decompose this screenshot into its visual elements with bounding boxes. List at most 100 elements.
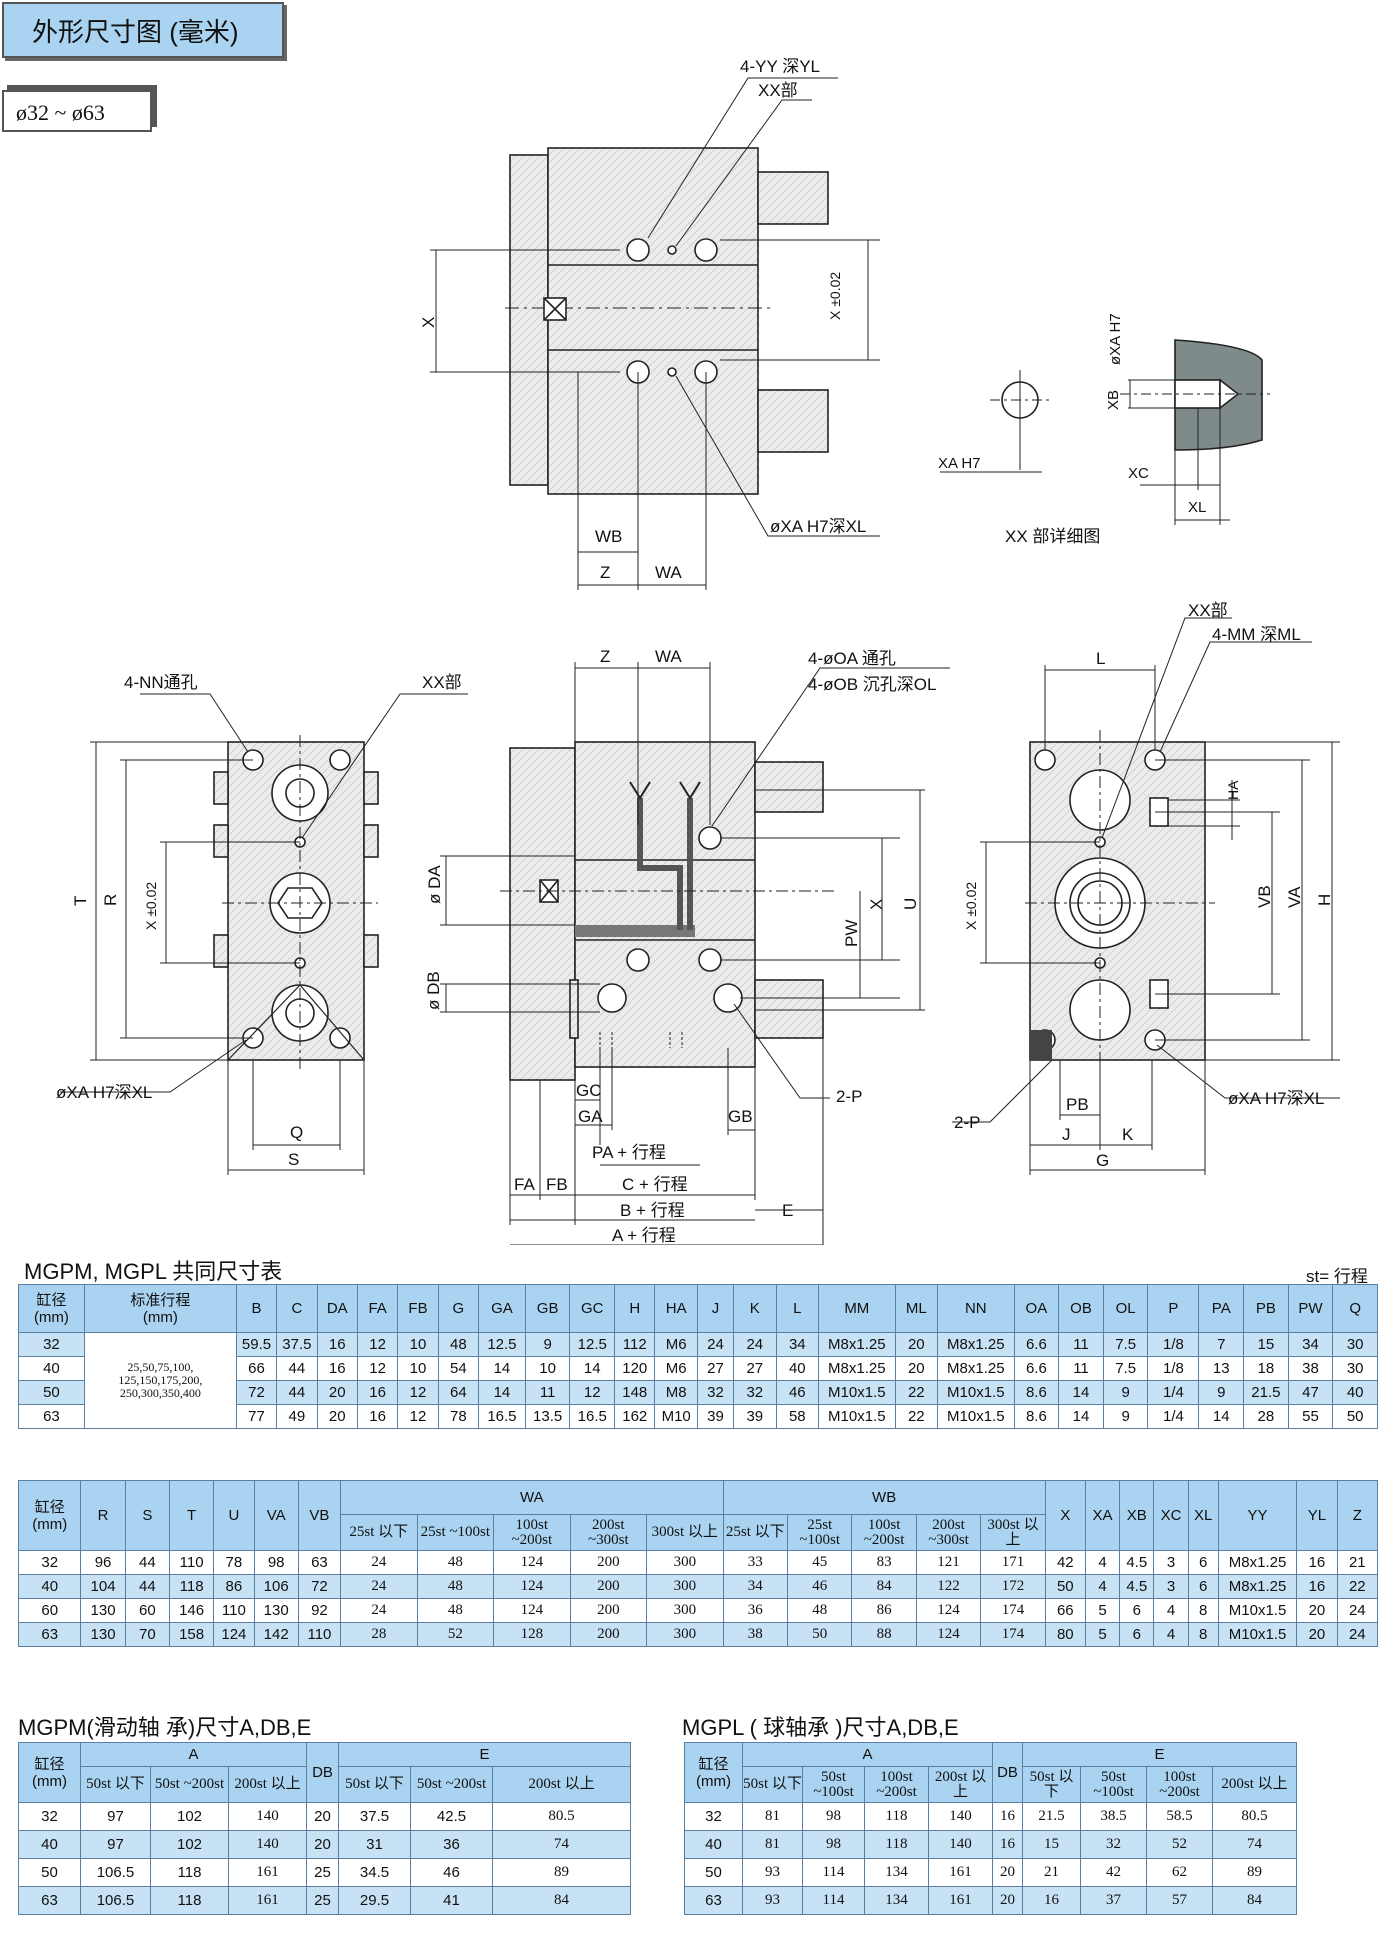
table-cell: 37.5 [276,1332,318,1357]
table-cell: M10x1.5 [937,1404,1015,1429]
col-stroke: 标准行程 (mm) [83,1284,237,1333]
table-cell: 158 [168,1622,215,1647]
table-cell: 80.5 [1212,1802,1298,1831]
table-cell: 130 [253,1598,299,1623]
table-cell: 34 [1287,1332,1334,1357]
table-cell: 14 [1198,1404,1245,1429]
e-stroke-header: 50st ~100st [1080,1766,1148,1803]
table-cell: 80.5 [492,1802,631,1831]
table-cell: 9 [1102,1380,1149,1405]
table-cell: M8 [654,1380,698,1405]
table-cell: 4 [1084,1574,1121,1599]
table-cell: 89 [492,1858,631,1887]
label-mid-ob: 4-øOB 沉孔深OL [808,675,936,694]
table-cell: 40 [1332,1380,1378,1405]
table-cell: 33 [722,1550,788,1575]
table-cell: 124 [915,1598,982,1623]
table-cell: M10x1.5 [1217,1622,1298,1647]
bore-cell: 40 [18,1356,85,1381]
table-cell: 54 [437,1356,480,1381]
col-wb: WB [722,1480,1046,1515]
table-cell: 15 [1022,1830,1082,1859]
label-left-nn: 4-NN通孔 [124,673,198,692]
label-right-g: G [1096,1151,1109,1170]
table-cell: 112 [614,1332,656,1357]
table-cell: M10 [654,1404,698,1429]
table-cell: 98 [802,1830,865,1859]
bore-cell: 32 [18,1802,81,1831]
table-cell: 20 [306,1830,339,1859]
col-header: MM [818,1284,896,1333]
bore-cell: 32 [17,1550,82,1575]
table-cell: 8.6 [1013,1404,1060,1429]
table-cell: 16.5 [569,1404,616,1429]
table-cell: 200 [569,1550,648,1575]
label-right-x: X ±0.02 [963,882,979,930]
label-top-xx: XX部 [758,81,798,100]
wa-stroke-header: 100st ~200st [493,1514,571,1551]
table-cell: 97 [80,1802,151,1831]
table-cell: 20 [1296,1598,1338,1623]
table-cell: 7.5 [1102,1356,1149,1381]
table-cell: 16 [1296,1574,1338,1599]
label-mid-da: ø DA [425,865,444,904]
table-cell: 124 [493,1574,571,1599]
table-cell: 300 [646,1598,724,1623]
col-bore: 缸径 (mm) [18,1284,85,1333]
table-cell: 40 [775,1356,820,1381]
mgpm-table: 缸径 (mm) A DB E 50st 以下 50st ~200st 200st… [18,1742,631,1915]
table-cell: 20 [306,1802,339,1831]
table-cell: 32 [696,1380,735,1405]
bore-cell: 32 [18,1332,85,1357]
col-header: HA [654,1284,698,1333]
table-cell: 124 [915,1622,982,1647]
common-dimension-table: 缸径 (mm) 标准行程 (mm) B C DA FA FB G GA GB G… [18,1284,1378,1429]
col-header: K [733,1284,777,1333]
table-cell: M10x1.5 [1217,1598,1298,1623]
label-right-k: K [1122,1125,1134,1144]
table-cell: 88 [851,1622,917,1647]
table-cell: 24 [340,1574,418,1599]
table-cell: 45 [786,1550,853,1575]
col-header: GB [524,1284,571,1333]
label-right-ha: HA [1225,780,1241,800]
table-cell: 20 [894,1356,939,1381]
table3-title: MGPM(滑动轴 承)尺寸A,DB,E [18,1715,312,1740]
a-stroke-header: 50st ~200st [150,1766,229,1803]
table-cell: 300 [646,1574,724,1599]
table-cell: 171 [980,1550,1046,1575]
table-cell: 102 [150,1802,229,1831]
bore-cell: 40 [684,1830,743,1859]
table-cell: 300 [646,1550,724,1575]
label-mid-fb: FB [546,1175,568,1194]
table-cell: 8 [1187,1622,1219,1647]
table-cell: 6 [1187,1574,1219,1599]
table-cell: 93 [742,1886,803,1915]
wb-stroke-header: 200st ~300st [915,1514,982,1551]
left-end-view [60,693,468,1175]
col-bore: 缸径 (mm) [18,1742,81,1803]
table-cell: 34 [775,1332,820,1357]
table-cell: 146 [168,1598,215,1623]
label-detail-xah7: øXA H7 [1107,313,1124,365]
label-right-vb: VB [1255,885,1274,908]
table-cell: 64 [437,1380,480,1405]
mgpl-table: 缸径 (mm) A DB E 50st 以下 50st ~100st 100st… [684,1742,1298,1915]
table-cell: 22 [894,1404,939,1429]
bore-cell: 63 [18,1404,85,1429]
col-db: DB [992,1742,1024,1803]
table-cell: 118 [150,1886,229,1915]
col-header: R [80,1480,126,1551]
col-header: B [235,1284,278,1333]
label-right-va: VA [1285,886,1304,908]
bore-range-label: ø32 ~ ø63 [2,90,152,132]
dimension-table-2: 缸径 (mm) R S T U VA VB WA WB X XA XB XC X… [17,1480,1379,1647]
label-left-xa: øXA H7深XL [56,1083,152,1102]
table-cell: 20 [316,1404,358,1429]
label-mid-pa: PA + 行程 [592,1143,666,1162]
label-left-t: T [71,896,90,906]
col-header: OA [1013,1284,1060,1333]
